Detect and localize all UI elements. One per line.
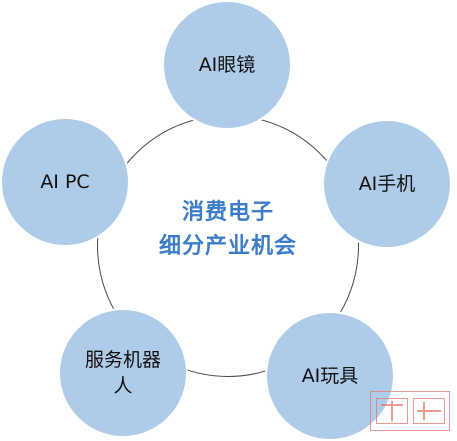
center-title: 消费电子 细分产业机会 bbox=[128, 196, 328, 264]
watermark-glyph bbox=[376, 398, 408, 424]
node-ai-pc: AI PC bbox=[0, 117, 130, 247]
node-service-robot: 服务机器人 bbox=[58, 308, 188, 438]
center-title-line-2: 细分产业机会 bbox=[158, 234, 297, 259]
node-label: AI PC bbox=[40, 171, 90, 193]
node-label: AI手机 bbox=[358, 173, 416, 195]
node-label: AI眼镜 bbox=[198, 54, 256, 76]
node-label: 服务机器人 bbox=[84, 349, 161, 397]
node-ai-toy: AI玩具 bbox=[265, 311, 395, 441]
center-title-line-1: 消费电子 bbox=[181, 200, 274, 225]
watermark-stamp bbox=[370, 391, 450, 431]
node-label: AI玩具 bbox=[301, 365, 359, 387]
watermark-glyph bbox=[413, 398, 445, 424]
node-ai-glasses: AI眼镜 bbox=[162, 0, 292, 130]
node-ai-phone: AI手机 bbox=[322, 119, 452, 249]
